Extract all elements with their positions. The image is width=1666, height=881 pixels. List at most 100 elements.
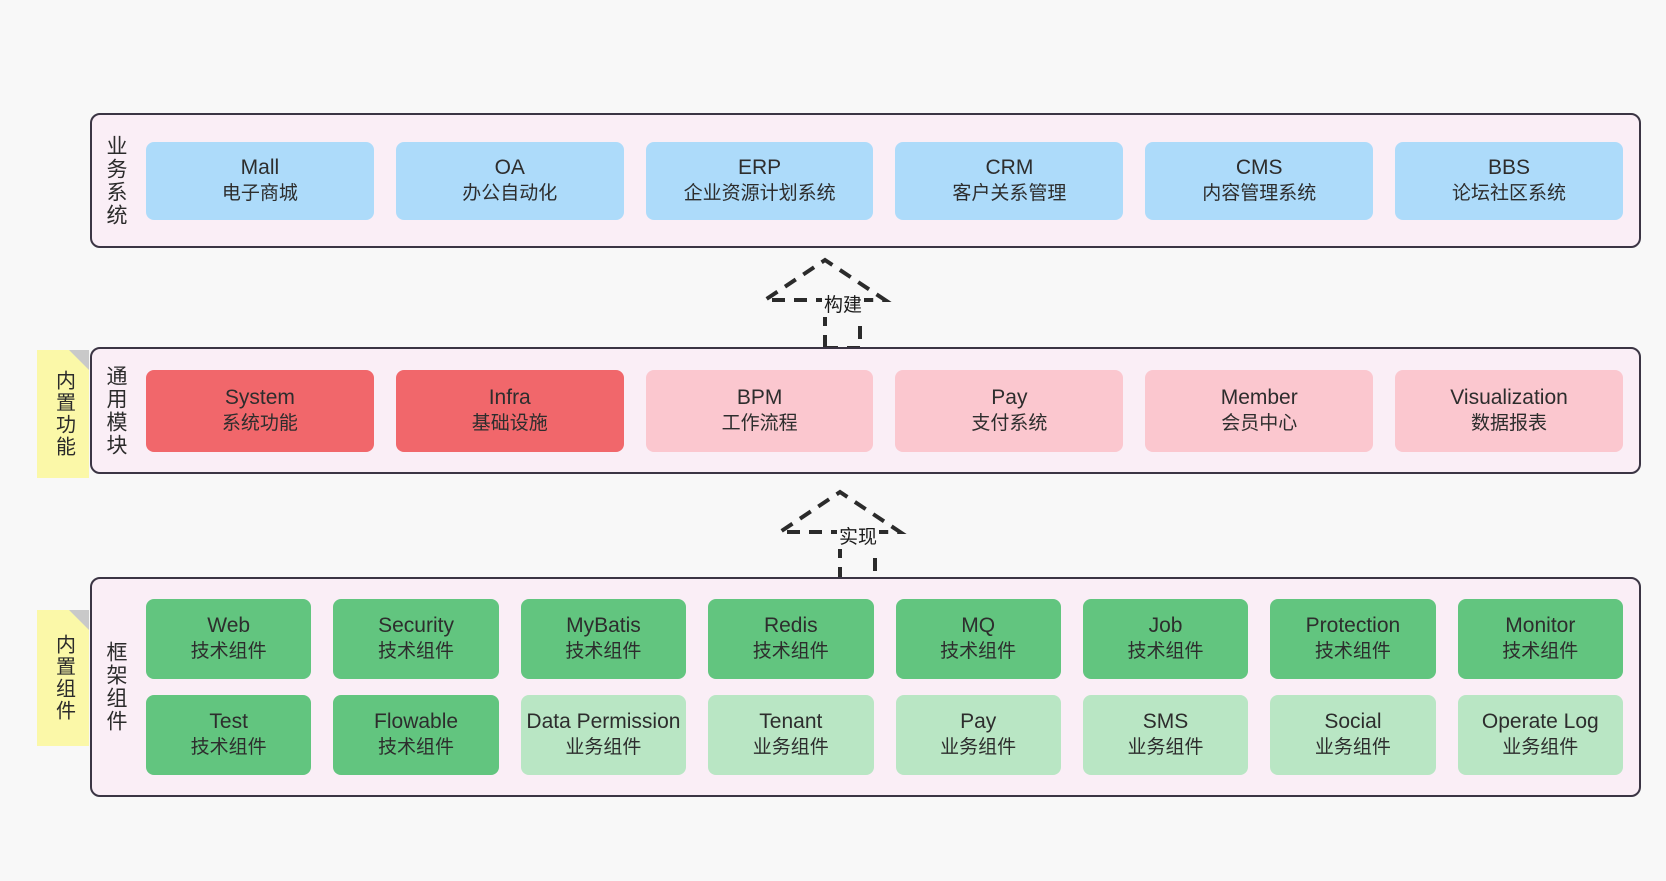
card-title: Member: [1220, 385, 1298, 409]
card-row: Mall 电子商城 OA 办公自动化 ERP 企业资源计划系统 CRM 客户关系…: [146, 141, 1623, 220]
card-subtitle: 技术组件: [378, 737, 455, 759]
card-subtitle: 支付系统: [971, 412, 1048, 434]
card-row: System 系统功能 Infra 基础设施 BPM 工作流程 Pay 支付系统…: [146, 369, 1623, 452]
card-tenant[interactable]: Tenant 业务组件: [708, 695, 874, 775]
layer-framework-components: 框架组件 Web 技术组件 Security 技术组件 MyBatis 技术组件…: [90, 577, 1641, 797]
card-subtitle: 基础设施: [471, 412, 548, 434]
card-crm[interactable]: CRM 客户关系管理: [895, 141, 1124, 220]
card-title: Redis: [763, 614, 818, 638]
card-title: Visualization: [1450, 385, 1568, 409]
sticky-note-label: 内置组件: [52, 634, 75, 722]
page-fold-corner-icon: [69, 610, 89, 630]
card-monitor[interactable]: Monitor 技术组件: [1457, 599, 1623, 679]
card-mq[interactable]: MQ 技术组件: [895, 599, 1061, 679]
card-subtitle: 业务组件: [752, 737, 829, 759]
card-mybatis[interactable]: MyBatis 技术组件: [520, 599, 687, 679]
card-title: Mall: [240, 155, 280, 179]
sticky-note-builtin-features: 内置功能: [37, 350, 89, 478]
layer-title-business-systems: 业务系统: [104, 134, 128, 227]
card-subtitle: 技术组件: [190, 737, 267, 759]
card-title: BBS: [1488, 155, 1531, 179]
page-fold-corner-icon: [69, 350, 89, 370]
card-subtitle: 论坛社区系统: [1452, 182, 1567, 204]
card-subtitle: 企业资源计划系统: [683, 182, 836, 204]
card-title: SMS: [1142, 710, 1189, 734]
card-title: Tenant: [759, 710, 823, 734]
card-title: Security: [378, 614, 454, 638]
card-social[interactable]: Social 业务组件: [1270, 695, 1436, 775]
card-subtitle: 客户关系管理: [952, 182, 1067, 204]
card-subtitle: 技术组件: [752, 641, 829, 663]
card-title: BPM: [736, 385, 783, 409]
card-title: CMS: [1235, 155, 1283, 179]
card-title: Infra: [488, 385, 531, 409]
card-flowable[interactable]: Flowable 技术组件: [333, 695, 499, 775]
card-oa[interactable]: OA 办公自动化: [395, 141, 624, 220]
card-security[interactable]: Security 技术组件: [333, 599, 499, 679]
card-visualization[interactable]: Visualization 数据报表: [1395, 369, 1623, 452]
layer-common-modules: 通用模块 System 系统功能 Infra 基础设施 BPM 工作流程 Pay…: [90, 347, 1641, 474]
card-title: Pay: [960, 710, 997, 734]
card-member[interactable]: Member 会员中心: [1145, 369, 1374, 452]
layer-body-framework-components: Web 技术组件 Security 技术组件 MyBatis 技术组件 Redi…: [138, 579, 1639, 795]
layer-title-framework-components: 框架组件: [104, 641, 128, 733]
card-subtitle: 业务组件: [1127, 737, 1204, 759]
card-title: MyBatis: [566, 614, 641, 638]
card-title: Test: [209, 710, 248, 734]
card-pay-component[interactable]: Pay 业务组件: [895, 695, 1061, 775]
card-subtitle: 技术组件: [565, 641, 642, 663]
card-title: MQ: [961, 614, 996, 638]
layer-body-business-systems: Mall 电子商城 OA 办公自动化 ERP 企业资源计划系统 CRM 客户关系…: [138, 115, 1639, 246]
card-subtitle: 业务组件: [940, 737, 1017, 759]
card-title: Pay: [991, 385, 1028, 409]
card-subtitle: 技术组件: [190, 641, 267, 663]
card-mall[interactable]: Mall 电子商城: [146, 141, 374, 220]
card-protection[interactable]: Protection 技术组件: [1270, 599, 1436, 679]
card-title: System: [224, 385, 295, 409]
sticky-note-label: 内置功能: [52, 370, 75, 458]
card-test[interactable]: Test 技术组件: [146, 695, 312, 775]
card-title: Operate Log: [1481, 710, 1599, 734]
card-title: Data Permission: [526, 710, 681, 734]
card-title: Flowable: [374, 710, 459, 734]
card-bbs[interactable]: BBS 论坛社区系统: [1395, 141, 1623, 220]
layer-business-systems: 业务系统 Mall 电子商城 OA 办公自动化 ERP 企业资源计划系统 CRM…: [90, 113, 1641, 248]
card-subtitle: 会员中心: [1221, 412, 1298, 434]
layer-title-common-modules: 通用模块: [104, 364, 128, 457]
card-operate-log[interactable]: Operate Log 业务组件: [1457, 695, 1623, 775]
card-cms[interactable]: CMS 内容管理系统: [1145, 141, 1374, 220]
card-system[interactable]: System 系统功能: [146, 369, 374, 452]
card-subtitle: 办公自动化: [462, 182, 558, 204]
card-subtitle: 技术组件: [1127, 641, 1204, 663]
card-erp[interactable]: ERP 企业资源计划系统: [645, 141, 874, 220]
card-row: Test 技术组件 Flowable 技术组件 Data Permission …: [146, 695, 1623, 775]
card-subtitle: 业务组件: [1502, 737, 1579, 759]
card-subtitle: 技术组件: [940, 641, 1017, 663]
card-bpm[interactable]: BPM 工作流程: [645, 369, 874, 452]
card-title: Social: [1324, 710, 1382, 734]
card-subtitle: 技术组件: [378, 641, 455, 663]
card-subtitle: 系统功能: [221, 412, 298, 434]
card-title: OA: [494, 155, 525, 179]
sticky-note-builtin-components: 内置组件: [37, 610, 89, 746]
card-pay-module[interactable]: Pay 支付系统: [895, 369, 1124, 452]
card-redis[interactable]: Redis 技术组件: [708, 599, 874, 679]
card-subtitle: 电子商城: [221, 182, 298, 204]
card-data-permission[interactable]: Data Permission 业务组件: [520, 695, 687, 775]
card-title: Protection: [1305, 614, 1401, 638]
card-infra[interactable]: Infra 基础设施: [395, 369, 624, 452]
card-subtitle: 业务组件: [1314, 737, 1391, 759]
card-title: CRM: [985, 155, 1034, 179]
card-subtitle: 技术组件: [1502, 641, 1579, 663]
card-web[interactable]: Web 技术组件: [146, 599, 312, 679]
card-subtitle: 技术组件: [1314, 641, 1391, 663]
card-row: Web 技术组件 Security 技术组件 MyBatis 技术组件 Redi…: [146, 599, 1623, 679]
card-sms[interactable]: SMS 业务组件: [1082, 695, 1249, 775]
card-job[interactable]: Job 技术组件: [1082, 599, 1249, 679]
arrow-build: 构建: [758, 257, 920, 358]
card-title: Web: [207, 614, 251, 638]
arrow-implement: 实现: [773, 489, 935, 590]
arrow-label-implement: 实现: [837, 522, 880, 549]
card-subtitle: 内容管理系统: [1202, 182, 1317, 204]
